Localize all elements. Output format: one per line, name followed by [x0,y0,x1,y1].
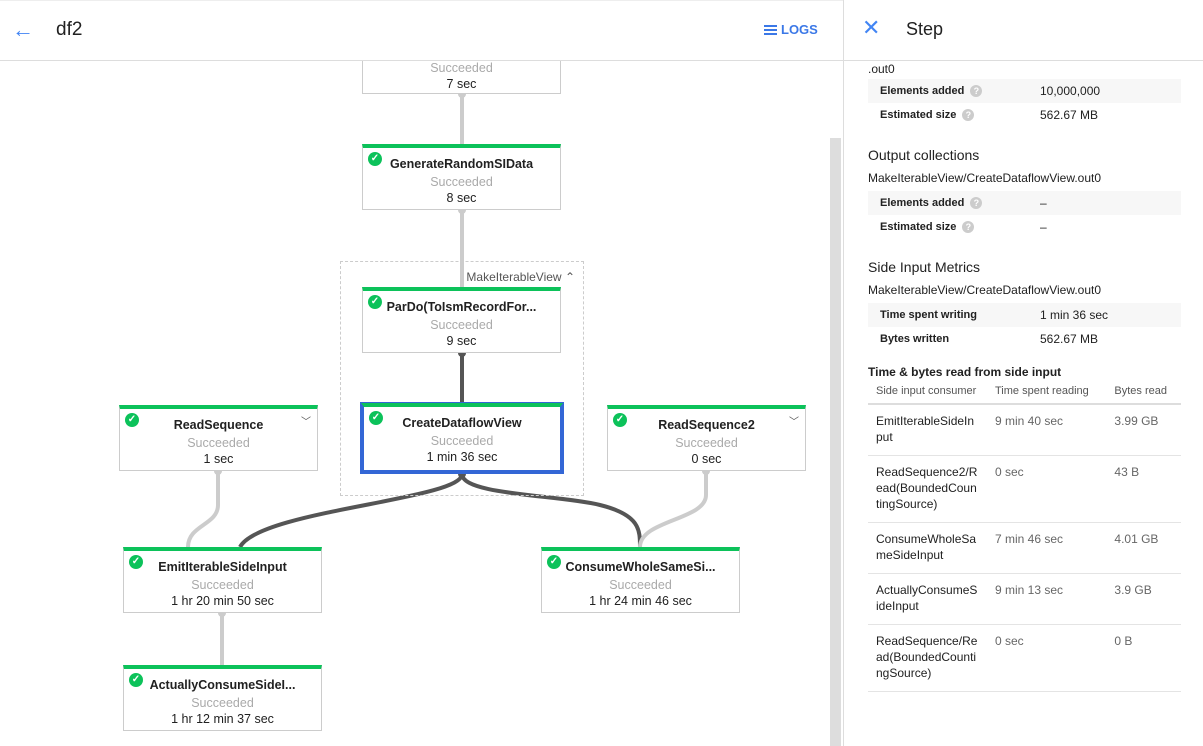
check-circle-icon: ✓ [547,555,561,569]
check-circle-icon: ✓ [125,413,139,427]
job-title: df2 [56,19,83,40]
side-input-read-table: Side input consumer Time spent reading B… [868,383,1181,692]
table-cell: ActuallyConsumeSideInput [868,573,987,625]
step-panel: ✕ Step .out0 Elements added?10,000,000 E… [843,0,1203,746]
column-header: Side input consumer [868,383,987,405]
step-panel-body[interactable]: .out0 Elements added?10,000,000 Estimate… [868,62,1181,692]
table-cell: 0 sec [987,455,1107,523]
section-title: Time & bytes read from side input [868,365,1062,379]
list-icon [764,24,777,35]
table-cell: 43 B [1106,455,1181,523]
edge [186,471,220,548]
table-cell: 7 min 46 sec [987,522,1107,574]
table-cell: 9 min 40 sec [987,404,1107,456]
step-panel-header: ✕ Step [844,0,1203,61]
chevron-down-icon[interactable]: ﹀ [301,417,311,428]
edge [460,473,642,548]
table-cell: 0 B [1106,624,1181,692]
check-circle-icon: ✓ [368,152,382,166]
output-metrics: Elements added?– Estimated size?– [868,191,1181,239]
section-title: Side Input Metrics [868,259,981,275]
edge [238,473,464,549]
metric-row: Estimated size?– [868,215,1181,239]
logs-button[interactable]: LOGS [764,22,818,37]
help-icon[interactable]: ? [962,109,975,121]
table-cell: 3.99 GB [1106,404,1181,456]
metric-row: Elements added?– [868,191,1181,215]
collection-name: MakeIterableView/CreateDataflowView.out0 [868,171,1102,185]
help-icon[interactable]: ? [970,197,983,209]
edge [638,471,708,548]
metric-row: Elements added?10,000,000 [868,79,1181,103]
metric-row: Estimated size?562.67 MB [868,103,1181,127]
help-icon[interactable]: ? [970,85,983,97]
table-row: ReadSequence2/Read(BoundedCountingSource… [868,455,1181,523]
check-circle-icon: ✓ [368,295,382,309]
collection-name: MakeIterableView/CreateDataflowView.out0 [868,283,1102,297]
top-bar: ← df2 LOGS [0,0,843,61]
table-cell: 4.01 GB [1106,522,1181,574]
table-row: ReadSequence/Read(BoundedCountingSource)… [868,624,1181,692]
table-cell: ReadSequence/Read(BoundedCountingSource) [868,624,987,692]
section-title: Output collections [868,147,980,163]
back-arrow-icon[interactable]: ← [12,17,34,42]
table-cell: ReadSequence2/Read(BoundedCountingSource… [868,455,987,523]
check-circle-icon: ✓ [129,555,143,569]
close-icon[interactable]: ✕ [862,15,881,40]
check-circle-icon: ✓ [613,413,627,427]
check-circle-icon: ✓ [129,673,143,687]
group-makeiterableview[interactable]: MakeIterableView ⌃ [340,261,584,496]
column-header: Bytes read [1106,383,1181,405]
chevron-down-icon[interactable]: ﹀ [789,417,799,428]
input-metrics: Elements added?10,000,000 Estimated size… [868,79,1181,127]
table-cell: EmitIterableSideInput [868,404,987,456]
column-header: Time spent reading [987,383,1107,405]
collection-name: .out0 [868,62,895,76]
help-icon[interactable]: ? [962,221,975,233]
table-cell: 0 sec [987,624,1107,692]
check-circle-icon: ✓ [369,411,383,425]
panel-title: Step [906,19,944,39]
chevron-up-icon[interactable]: ⌃ [564,270,575,284]
group-label[interactable]: MakeIterableView ⌃ [466,270,575,284]
table-cell: 9 min 13 sec [987,573,1107,625]
table-cell: ConsumeWholeSameSideInput [868,522,987,574]
table-cell: 3.9 GB [1106,573,1181,625]
graph-scrollbar[interactable] [830,138,841,746]
